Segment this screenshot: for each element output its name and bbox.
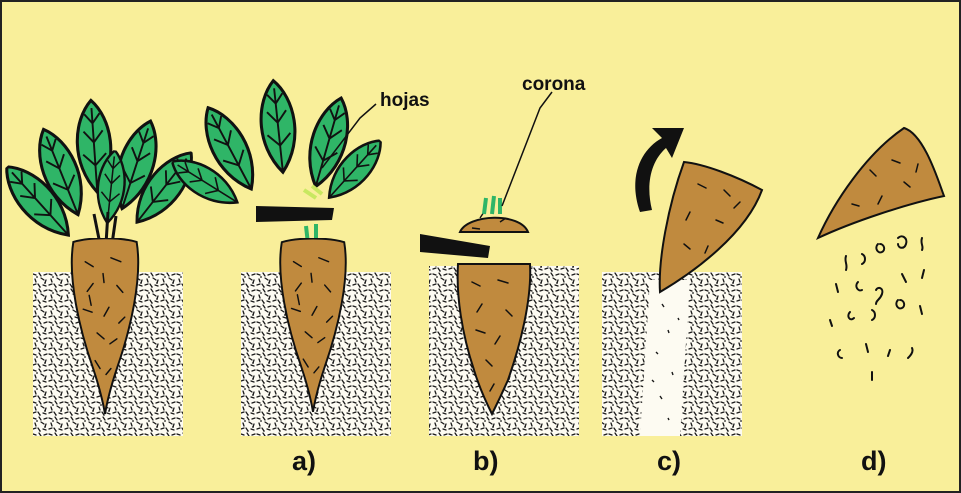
corona-label: corona (522, 74, 586, 95)
step-label-d: d) (861, 446, 886, 476)
step-label-b: b) (473, 446, 498, 476)
cutting-blade-a (256, 206, 334, 222)
step-label-c: c) (657, 446, 681, 476)
step-label-a: a) (292, 446, 316, 476)
hojas-label: hojas (380, 90, 430, 111)
